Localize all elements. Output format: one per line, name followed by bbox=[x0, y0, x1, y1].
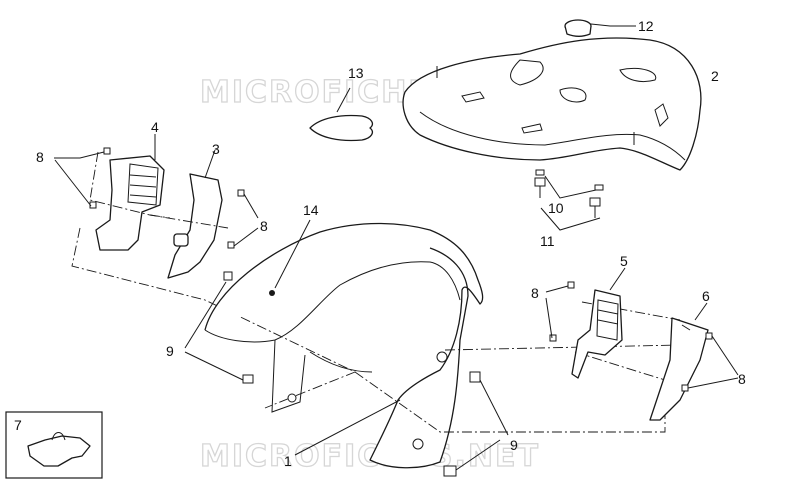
callout-11: 11 bbox=[540, 233, 555, 249]
part-4-bracket-left bbox=[95, 134, 165, 251]
part-6-guard-right bbox=[649, 302, 709, 421]
callout-13: 13 bbox=[348, 65, 364, 81]
callout-6: 6 bbox=[702, 288, 710, 304]
bolt-11-b bbox=[589, 197, 601, 207]
callout-1: 1 bbox=[284, 453, 292, 469]
screws-8-right bbox=[545, 281, 739, 392]
callout-9-right: 9 bbox=[510, 437, 518, 453]
part-3-guard-left bbox=[167, 149, 223, 279]
part-1-front-mudguard bbox=[204, 219, 484, 469]
callout-8-right-bottom: 8 bbox=[738, 371, 746, 387]
callout-7: 7 bbox=[14, 417, 22, 433]
bolts-10-11 bbox=[534, 169, 604, 231]
part-5-bracket-right bbox=[571, 267, 626, 379]
screws-9 bbox=[184, 271, 509, 477]
screws-8-left bbox=[54, 147, 259, 249]
part-12-cap bbox=[564, 19, 636, 37]
callout-3: 3 bbox=[212, 141, 220, 157]
bolt-11-a bbox=[534, 177, 546, 187]
callout-10: 10 bbox=[548, 200, 564, 216]
callout-5: 5 bbox=[620, 253, 628, 269]
callout-12: 12 bbox=[638, 18, 654, 34]
callout-14: 14 bbox=[303, 202, 319, 218]
screw-10-b bbox=[594, 184, 604, 191]
part-7-inset bbox=[5, 411, 103, 479]
callout-8-right-top: 8 bbox=[531, 285, 539, 301]
part-13-pad bbox=[309, 87, 373, 142]
callout-8-left-top: 8 bbox=[36, 149, 44, 165]
callout-8-left-bottom: 8 bbox=[260, 218, 268, 234]
watermark-bottom: MICROFICHES.NET bbox=[200, 439, 540, 474]
alignment-lines-right bbox=[444, 344, 681, 351]
callout-9-left: 9 bbox=[166, 343, 174, 359]
alignment-lines-left bbox=[89, 151, 229, 229]
callout-4: 4 bbox=[151, 119, 159, 135]
screw-10-a bbox=[535, 169, 545, 176]
callout-2: 2 bbox=[711, 68, 719, 84]
part-2-inner-cover bbox=[402, 37, 702, 171]
